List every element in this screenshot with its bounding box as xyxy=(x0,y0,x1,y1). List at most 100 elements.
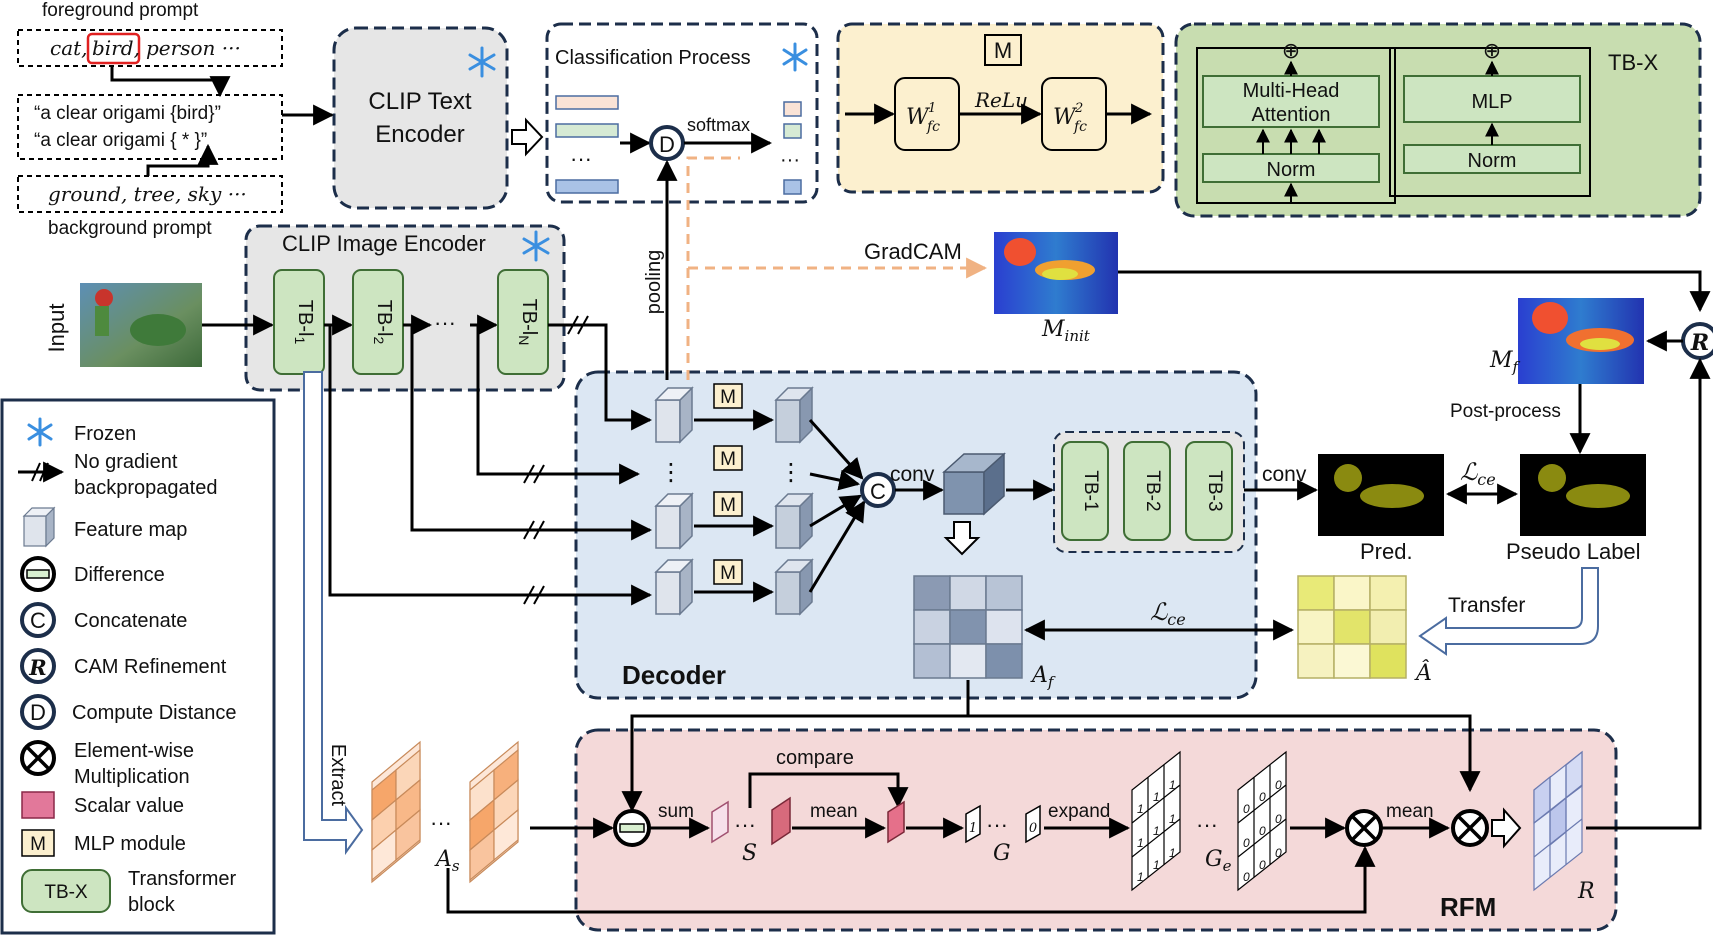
no-gradient-marks xyxy=(523,315,589,605)
fc-layer-2 xyxy=(1041,77,1107,151)
ellipsis: ··· xyxy=(780,149,800,171)
tb-l1-block xyxy=(273,269,325,375)
svg-text:1: 1 xyxy=(1137,836,1144,850)
fc2-sup: 2 xyxy=(1074,101,1083,116)
tb-1-label: TB-1 xyxy=(1080,470,1101,511)
ellipsis: ··· xyxy=(434,310,456,335)
extract-arrow-icon xyxy=(303,371,364,856)
svg-text:0: 0 xyxy=(1259,824,1266,838)
af-label: Af xyxy=(1030,663,1056,691)
concatenate-icon xyxy=(860,472,896,508)
svg-text:0: 0 xyxy=(1275,846,1282,860)
transfer-label: Transfer xyxy=(1448,594,1525,617)
ellipsis: ··· xyxy=(570,146,592,171)
fc2-sub: fc xyxy=(1073,119,1087,135)
svg-text:1: 1 xyxy=(1169,812,1176,826)
norm-label: Norm xyxy=(1468,150,1517,172)
refined-cam-image xyxy=(1518,298,1644,384)
ellipsis: ··· xyxy=(734,812,756,837)
affinity-matrix-ahat xyxy=(1297,575,1407,679)
sum-label: sum xyxy=(658,801,694,822)
ge-matrix-zeros xyxy=(1237,750,1287,892)
svg-text:1: 1 xyxy=(1153,858,1160,872)
cam-refinement-symbol: R xyxy=(1690,330,1709,356)
gradcam-path xyxy=(686,156,740,380)
score-cell xyxy=(783,123,802,139)
compute-distance-icon xyxy=(20,694,56,730)
svg-text:1: 1 xyxy=(1137,802,1144,816)
m-f-label: Mf xyxy=(1489,348,1521,376)
multi-head-attention-box xyxy=(1202,75,1380,128)
legend-transformer-2: block xyxy=(128,894,176,916)
compare-label: compare xyxy=(776,747,854,769)
scalar-value xyxy=(711,800,729,844)
transfer-arrow-icon xyxy=(1418,567,1599,656)
svg-text:1: 1 xyxy=(1169,778,1176,792)
clip-text-encoder-title-2: Encoder xyxy=(375,121,464,148)
scalar-value xyxy=(887,800,905,844)
pseudo-label-label: Pseudo Label xyxy=(1506,539,1641,564)
pooling-label: pooling xyxy=(643,250,665,315)
encoder-skip-lines xyxy=(328,323,653,606)
mlp-badge-label: M xyxy=(720,449,736,470)
expand-label: expand xyxy=(1048,801,1110,822)
score-cell xyxy=(783,101,802,117)
transformer-block-icon xyxy=(21,869,111,913)
r-label: R xyxy=(1577,879,1595,904)
norm-label: Norm xyxy=(1267,159,1316,181)
foreground-classes-b: bird, xyxy=(92,36,140,60)
concat-symbol: C xyxy=(870,479,886,504)
tb-1-block xyxy=(1061,441,1109,541)
fc-layer-1 xyxy=(894,77,960,151)
vertical-dots: ⋮ xyxy=(779,459,803,486)
mlp-arrows xyxy=(694,409,866,603)
legend-r-symbol: R xyxy=(28,655,46,680)
tbx-title: TB-X xyxy=(1608,50,1658,75)
compute-distance-symbol: D xyxy=(659,132,675,157)
snowflake-icon xyxy=(27,417,53,447)
tb-2-block xyxy=(1123,441,1171,541)
svg-text:0: 0 xyxy=(1275,812,1282,826)
tb-ln-label: TB-lN xyxy=(516,299,540,346)
s-label: S xyxy=(742,841,757,866)
rfm-title: RFM xyxy=(1440,892,1496,922)
foreground-classes-c: person ··· xyxy=(146,36,241,60)
ellipsis: ··· xyxy=(1196,812,1218,837)
legend-scalar: Scalar value xyxy=(74,795,184,817)
legend-frozen: Frozen xyxy=(74,423,136,445)
residual-add-icon: ⊕ xyxy=(1483,38,1501,63)
mlp-sublayer xyxy=(1389,47,1591,197)
classification-title: Classification Process xyxy=(555,47,751,69)
highlight-box xyxy=(86,32,141,65)
gradcam-label: GradCAM xyxy=(864,239,962,264)
rfm-panel xyxy=(574,728,1618,932)
gradcam-heatmap-image xyxy=(994,232,1118,314)
compare-arrow xyxy=(748,772,909,809)
template-prompt-box xyxy=(17,94,283,160)
relu-label: ReLu xyxy=(974,88,1028,112)
no-gradient-arrow-icon xyxy=(18,461,65,483)
legend-m-symbol: M xyxy=(30,834,46,855)
fc2-label: W xyxy=(1053,105,1078,130)
difference-icon-bar xyxy=(619,823,645,833)
svg-text:0: 0 xyxy=(1259,858,1266,872)
tbx-connectors xyxy=(1256,60,1499,203)
mlp-badge xyxy=(984,34,1022,66)
text-embedding-bar xyxy=(555,95,619,110)
clip-image-encoder-panel xyxy=(244,224,566,392)
fused-feature-map xyxy=(942,452,1006,516)
bg-to-template-arrow xyxy=(146,143,219,176)
background-classes: ground, tree, sky ··· xyxy=(48,182,247,206)
svg-text:1: 1 xyxy=(1169,846,1176,860)
text-embedding-bar xyxy=(555,179,619,194)
hollow-arrow-icon xyxy=(511,117,544,157)
g-value xyxy=(1025,804,1041,844)
snowflake-icon xyxy=(782,42,808,72)
r-to-refine-arrow xyxy=(1586,357,1711,830)
svg-text:1: 1 xyxy=(1137,870,1144,884)
vertical-dots: ⋮ xyxy=(659,459,683,486)
svg-text:1: 1 xyxy=(1153,790,1160,804)
template-1: “a clear origami {bird}” xyxy=(34,103,221,124)
fg-to-template-arrow xyxy=(110,66,231,98)
legend-difference: Difference xyxy=(74,564,165,586)
